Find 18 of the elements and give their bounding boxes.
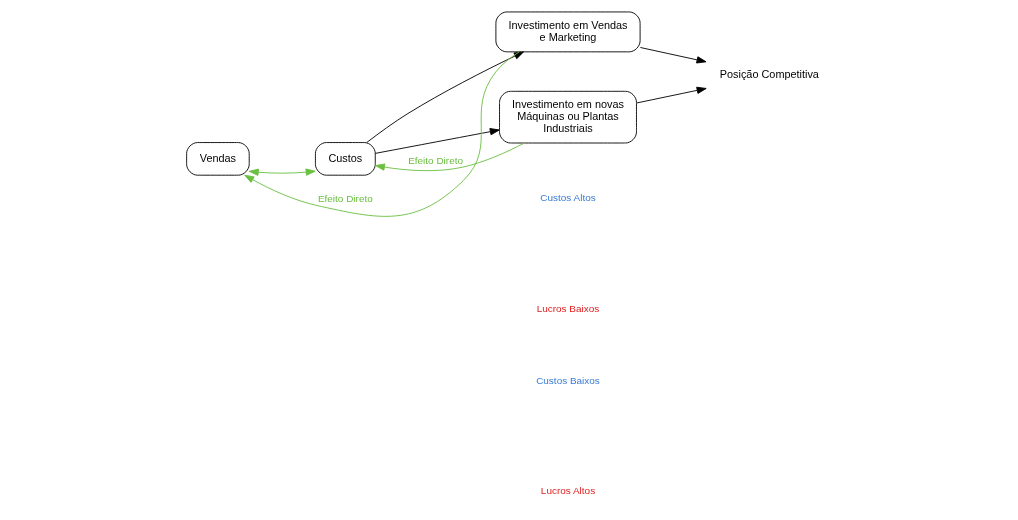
- node-text: Posição Competitiva: [719, 68, 819, 81]
- arrow: [243, 51, 520, 217]
- label: Lucros Altos: [540, 485, 595, 497]
- node-box: Investimento em novas Máquinas ou Plantas Industriais: [498, 90, 637, 144]
- arrow: [639, 47, 706, 64]
- node-box: Investimento em Vendas e Marketing: [494, 11, 641, 53]
- arrow: [374, 142, 525, 172]
- label: Custos Altos: [539, 192, 596, 204]
- edge-label: Efeito Direto: [407, 155, 463, 167]
- arrow: [365, 51, 524, 143]
- label: Custos Baixos: [535, 374, 600, 386]
- node-box: Vendas: [185, 142, 250, 176]
- arrow: [248, 168, 316, 176]
- edge-label: Efeito Direto: [317, 193, 373, 205]
- node-box: Custos: [314, 142, 376, 176]
- arrow: [635, 86, 707, 104]
- arrow: [374, 128, 500, 154]
- label: Lucros Baixos: [536, 302, 599, 314]
